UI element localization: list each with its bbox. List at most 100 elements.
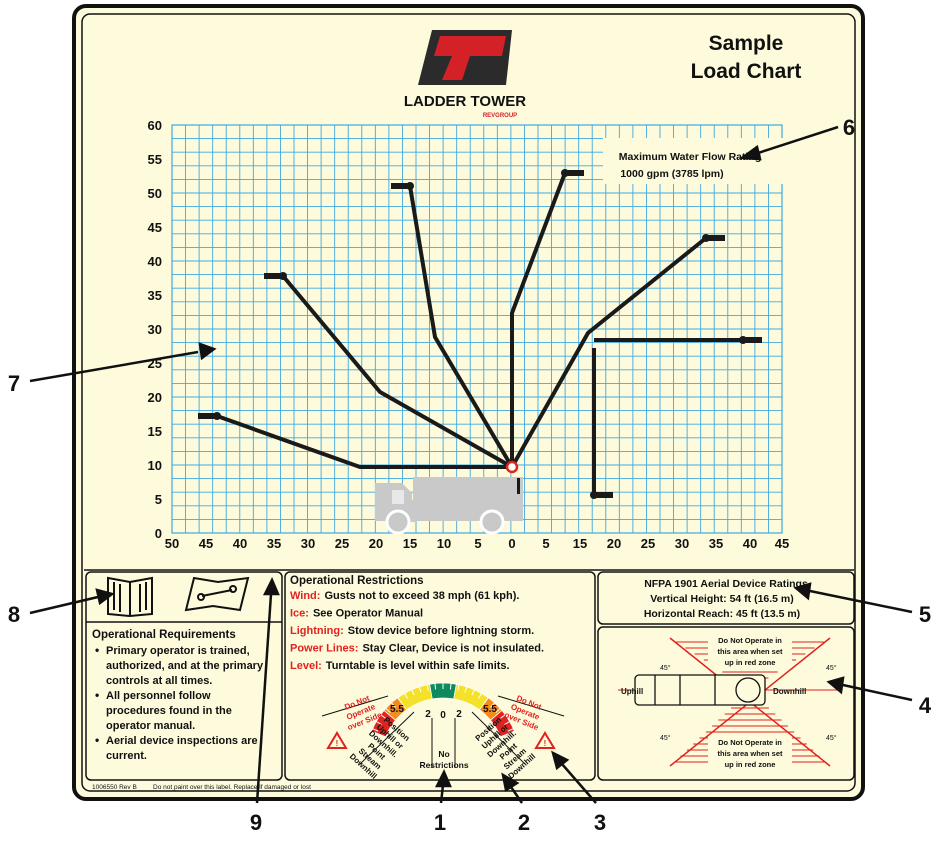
zone-text-line: Do Not Operate in [718, 636, 782, 645]
flow-rating-line-1: Maximum Water Flow Rating [619, 151, 762, 163]
gauge-tick [397, 697, 402, 703]
x-tick-label: 20 [607, 536, 621, 551]
callout-7: 7 [8, 371, 20, 396]
x-tick-label: 30 [301, 536, 315, 551]
downhill-label: Downhill [773, 687, 806, 696]
callout-8: 8 [8, 602, 20, 627]
callout-1: 1 [434, 810, 446, 835]
nfpa-horizontal: Horizontal Reach: 45 ft (13.5 m) [644, 608, 800, 620]
gauge-divider-lines [321, 695, 565, 768]
restriction-text: See Operator Manual [313, 608, 423, 620]
uphill-label: Uphill [621, 687, 643, 696]
ladder-tower-logo: LADDER TOWER REVGROUP [404, 30, 526, 119]
x-tick-label: 20 [369, 536, 383, 551]
x-tick-label: 25 [335, 536, 349, 551]
angle-bottom-left: 45° [660, 734, 671, 742]
x-tick-label: 0 [508, 536, 515, 551]
flow-rating-line-2: 1000 gpm (3785 lpm) [620, 168, 723, 180]
zone-text-line: this area when set [717, 749, 783, 758]
boom-low-left [216, 414, 512, 469]
gauge-tick [495, 708, 501, 713]
gauge-tick [391, 702, 396, 708]
gauge-tick [418, 686, 422, 693]
restriction-item: Level:Turntable is level within safe lim… [290, 660, 510, 672]
y-tick-label: 40 [148, 254, 162, 269]
zone-text-line: Do Not Operate in [718, 738, 782, 747]
boom-high-right [510, 236, 708, 468]
gauge-tick [426, 684, 429, 691]
brand-subtitle: REVGROUP [483, 113, 517, 119]
callout-2: 2 [518, 810, 530, 835]
callout-6: 6 [843, 115, 855, 140]
callout-9: 9 [250, 810, 262, 835]
requirement-bullet: • [95, 688, 99, 702]
x-tick-label: 10 [437, 536, 451, 551]
restriction-text: Gusts not to exceed 38 mph (61 kph). [324, 590, 519, 602]
gauge-mark-0: 0 [440, 710, 446, 721]
y-tick-label: 10 [148, 458, 162, 473]
x-tick-label: 35 [267, 536, 281, 551]
zone-text-bg [708, 657, 792, 667]
gauge-tick [457, 684, 460, 691]
requirements-title: Operational Requirements [92, 629, 236, 641]
gauge-tick [490, 702, 495, 708]
gauge-tick [380, 714, 386, 719]
requirement-line: operator manual. [106, 720, 195, 732]
svg-text:!: ! [544, 739, 547, 748]
x-tick-label: 40 [743, 536, 757, 551]
gauge-tick [385, 708, 391, 713]
svg-text:!: ! [336, 739, 339, 748]
restriction-text: Stay Clear, Device is not insulated. [362, 643, 544, 655]
gauge-mark-right-2: 2 [456, 709, 462, 720]
flow-rating-box [603, 138, 789, 184]
angle-top-left: 45° [660, 664, 671, 672]
x-tick-label: 30 [675, 536, 689, 551]
gauge-tick [464, 686, 468, 693]
nfpa-vertical: Vertical Height: 54 ft (16.5 m) [650, 593, 794, 605]
gauge-tick [372, 728, 379, 732]
gauge-mark-right-5.5: 5.5 [483, 704, 497, 715]
no-restrictions-line-1: No [438, 749, 449, 759]
gauge-tick [478, 693, 482, 699]
angle-top-right: 45° [826, 664, 837, 672]
operational-requirements: Operational Requirements •Primary operat… [92, 629, 264, 762]
restriction-text: Stow device before lightning storm. [348, 625, 534, 637]
zone-panel [597, 626, 855, 781]
part-number: 1006550 Rev B [92, 784, 137, 791]
callout-5: 5 [919, 602, 931, 627]
gauge-tick [507, 728, 514, 732]
y-tick-label: 15 [148, 424, 162, 439]
fire-truck-silhouette [375, 477, 523, 535]
zone-text-line: up in red zone [725, 760, 776, 769]
y-tick-label: 35 [148, 288, 162, 303]
level-gauge: 5.5 2 0 2 5.5 No Restrictions PositionUp… [321, 682, 565, 781]
x-tick-label: 5 [542, 536, 549, 551]
y-tick-label: 5 [155, 492, 162, 507]
restriction-key: Wind: [290, 590, 320, 602]
x-tick-label: 15 [573, 536, 587, 551]
requirement-line: Aerial device inspections are [106, 735, 258, 747]
gauge-tick [471, 689, 475, 696]
nfpa-panel [597, 571, 855, 625]
warning-triangle-right-icon: ! [534, 731, 556, 749]
boom-positions [216, 172, 743, 495]
y-tick-label: 20 [148, 390, 162, 405]
turntable-pivot [505, 460, 519, 474]
gauge-tick [376, 721, 382, 725]
zone-text-bg [708, 748, 792, 758]
x-tick-label: 5 [474, 536, 481, 551]
y-tick-label: 30 [148, 322, 162, 337]
requirement-line: controls at all times. [106, 675, 212, 687]
y-tick-label: 0 [155, 526, 162, 541]
y-tick-label: 45 [148, 220, 162, 235]
restriction-item: Ice:See Operator Manual [290, 608, 423, 620]
footer-note: Do not paint over this label. Replace if… [153, 784, 311, 791]
restriction-key: Lightning: [290, 625, 344, 637]
nozzle-tips [198, 169, 762, 499]
read-manual-icon [107, 576, 153, 618]
requirement-line: procedures found in the [106, 705, 232, 717]
zone-text-line: up in red zone [725, 658, 776, 667]
restriction-item: Lightning: Stow device before lightning s… [290, 625, 534, 637]
